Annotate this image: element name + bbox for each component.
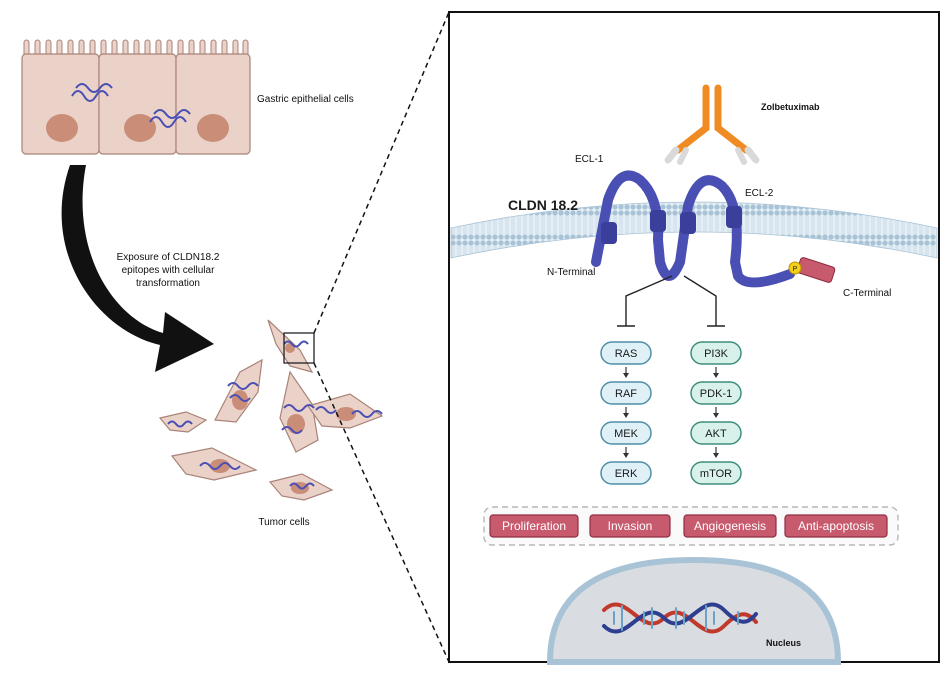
outcome-label: Invasion [608,519,653,533]
ras-pathway-node-label: RAS [615,348,638,360]
gastric-epithelium [21,39,251,155]
ras-pathway-arrowhead [623,453,629,458]
ras-pathway-arrowhead [623,413,629,418]
zoom-line-top [313,11,450,334]
transformation-arrow [61,165,215,372]
pi3k-pathway-node-mtor: mTOR [690,461,742,485]
exposure-label-line-1: Exposure of CLDN18.2 [117,252,220,263]
phosphorylation-site [788,261,802,275]
ecl2-label: ECL-2 [745,188,774,199]
zolbetuximab-antibody [664,84,760,165]
ras-pathway-node-raf: RAF [600,381,652,405]
ras-pathway-node-label: ERK [615,468,638,480]
ras-pathway-node-label: RAF [615,388,637,400]
zoom-line-bottom [313,362,450,663]
exposure-label-line-2: epitopes with cellular [122,265,215,276]
ras-pathway-node-erk: ERK [600,461,652,485]
ras-pathway-node-label: MEK [614,428,639,440]
outcome-angiogenesis: Angiogenesis [683,514,777,538]
pi3k-pathway-arrowhead [713,373,719,378]
pi3k-pathway-arrowhead [713,453,719,458]
ecl1-label: ECL-1 [575,154,604,165]
outcome-proliferation: Proliferation [489,514,579,538]
pi3k-pathway-node-label: PI3K [704,348,729,360]
nucleus [546,556,842,665]
cell-nucleus [124,114,156,142]
dna-helix [602,602,758,634]
outcome-invasion: Invasion [589,514,671,538]
zoom-panel [448,11,940,663]
nucleus-label: Nucleus [766,638,801,648]
zoom-box [283,332,315,364]
gastric-label: Gastric epithelial cells [257,94,354,105]
outcome-list: Proliferation Invasion Angiogenesis Anti-ap… [489,514,888,538]
outcome-label: Anti-apoptosis [798,519,874,533]
tumor-claudins [167,340,383,490]
c-terminal-label: C-Terminal [843,288,891,299]
inhibition-lines [617,275,725,327]
pi3k-pathway-arrowhead [713,413,719,418]
outcome-anti-apoptosis: Anti-apoptosis [784,514,888,538]
epithelial-cell [175,53,251,155]
pi3k-pathway-node-pdk-1: PDK-1 [690,381,742,405]
pi3k-pathway-node-label: mTOR [700,468,732,480]
outcome-label: Proliferation [502,519,566,533]
pi3k-pathway-node-akt: AKT [690,421,742,445]
outcome-label: Angiogenesis [694,519,766,533]
transmembrane-segments [601,206,742,244]
ras-pathway-node-ras: RAS [600,341,652,365]
cell-nucleus [197,114,229,142]
claudin-junction [149,109,191,128]
exposure-label-line-3: transformation [136,278,200,289]
ras-pathway: RAS RAF MEK ERK [600,341,652,485]
cell-nucleus [46,114,78,142]
claudin-junction [71,83,113,102]
tumor-cell [158,411,208,433]
ras-pathway-arrowhead [623,373,629,378]
phospho-label: P [793,266,798,273]
pi3k-pathway-node-label: AKT [705,428,727,440]
pi3k-pathway-node-pi3k: PI3K [690,341,742,365]
zolbetuximab-label: Zolbetuximab [761,102,820,112]
pi3k-pathway-node-label: PDK-1 [700,388,732,400]
tumor-label: Tumor cells [258,517,309,528]
ras-pathway-node-mek: MEK [600,421,652,445]
n-terminal-label: N-Terminal [547,267,595,278]
protein-label: CLDN 18.2 [508,197,578,213]
